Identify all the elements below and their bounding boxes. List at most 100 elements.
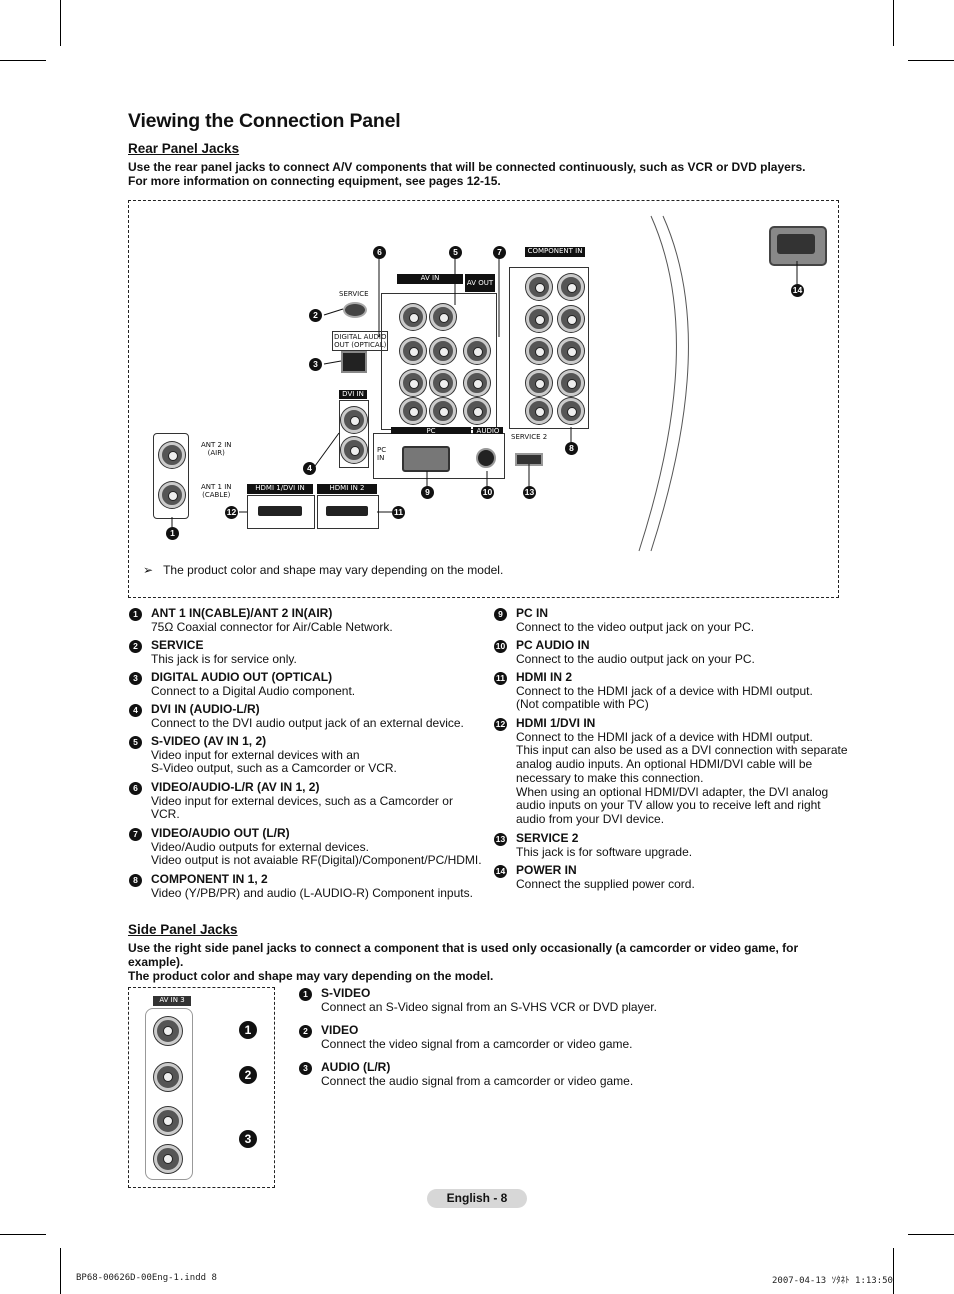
item-text: Connect the audio signal from a camcorde… (321, 1073, 634, 1088)
antenna-box (153, 433, 189, 519)
service2-label: SERVICE 2 (511, 433, 548, 441)
side-callout-3: 3 (239, 1130, 257, 1148)
audio-r1-jack (400, 398, 426, 424)
item-text: (Not compatible with PC) (516, 697, 649, 712)
page-footer: English - 8 (427, 1189, 527, 1208)
description-item: 3 DIGITAL AUDIO OUT (OPTICAL)Connect to a… (129, 670, 356, 698)
callout-9: 9 (421, 486, 434, 499)
audio-l2-jack (430, 370, 456, 396)
item-title: VIDEO/AUDIO-L/R (AV IN 1, 2) (151, 780, 320, 794)
ant1-jack (159, 482, 185, 508)
audio-out-r-jack (464, 398, 490, 424)
item-number-badge: 7 (129, 828, 142, 841)
callout-leader-lines (171, 259, 798, 527)
audio-out-l-jack (464, 370, 490, 396)
item-text: Connect to the video output jack on your… (516, 619, 755, 634)
callout-2: 2 (309, 309, 322, 322)
item-title: VIDEO (321, 1023, 359, 1037)
item-number-badge: 9 (494, 608, 507, 621)
video2-jack (430, 338, 456, 364)
item-title: DIGITAL AUDIO OUT (OPTICAL) (151, 670, 333, 684)
side-audio-l-jack (154, 1107, 182, 1135)
vga-port (402, 446, 450, 472)
hdmi2-label: HDMI IN 2 (317, 484, 377, 494)
svideo2-jack (430, 304, 456, 330)
item-number-badge: 13 (494, 833, 507, 846)
item-number-badge: 3 (129, 672, 142, 685)
side-audio-r-jack (154, 1145, 182, 1173)
component-l1-jack (526, 370, 552, 396)
side-heading: Side Panel Jacks (128, 922, 238, 937)
rear-intro: Use the rear panel jacks to connect A/V … (128, 160, 806, 188)
crop-mark (908, 60, 954, 61)
item-text: Connect the video signal from a camcorde… (321, 1036, 633, 1051)
page-title: Viewing the Connection Panel (128, 110, 401, 132)
item-number-badge: 2 (129, 640, 142, 653)
crop-mark (0, 1234, 46, 1235)
callout-10: 10 (481, 486, 494, 499)
item-number-badge: 12 (494, 718, 507, 731)
item-title: S-VIDEO (AV IN 1, 2) (151, 734, 267, 748)
item-text: 75Ω Coaxial connector for Air/Cable Netw… (151, 619, 393, 634)
item-number-badge: 6 (129, 782, 142, 795)
item-number-badge: 14 (494, 865, 507, 878)
item-text: Connect to a Digital Audio component. (151, 683, 356, 698)
crop-mark (893, 1248, 894, 1294)
item-text: audio from your DVI device. (516, 811, 665, 826)
dvi-in-label: DVI IN (339, 390, 367, 399)
component-pr1-jack (526, 338, 552, 364)
side-intro: Use the right side panel jacks to connec… (128, 941, 799, 983)
item-title: HDMI 1/DVI IN (516, 716, 596, 730)
item-number-badge: 8 (129, 874, 142, 887)
dvi-audio-l-jack (341, 407, 367, 433)
callout-11: 11 (392, 506, 405, 519)
item-title: POWER IN (516, 863, 577, 877)
crop-mark (893, 0, 894, 46)
item-title: DVI IN (AUDIO-L/R) (151, 702, 260, 716)
item-text: analog audio inputs. An optional HDMI/DV… (516, 757, 813, 772)
component-r2-jack (558, 398, 584, 424)
side-callout-2: 2 (239, 1066, 257, 1084)
pc-audio-jack (476, 448, 496, 468)
component-pb2-jack (558, 306, 584, 332)
video-out-jack (464, 338, 490, 364)
item-title: PC AUDIO IN (516, 638, 590, 652)
side-callout-1: 1 (239, 1021, 257, 1039)
hdmi1-port (247, 495, 315, 529)
ant2-jack (159, 442, 185, 468)
item-title: SERVICE 2 (516, 831, 579, 845)
audio-l1-jack (400, 370, 426, 396)
av-in-block (381, 293, 497, 430)
item-text: This jack is for software upgrade. (516, 844, 693, 859)
av-out-label: AV OUT (465, 274, 495, 292)
item-text: S-Video output, such as a Camcorder or V… (151, 761, 397, 776)
side-panel-diagram: AV IN 3 1 2 3 (128, 987, 275, 1188)
pc-label: PC (391, 427, 471, 435)
rear-heading: Rear Panel Jacks (128, 141, 240, 156)
item-text: Connect an S-Video signal from an S-VHS … (321, 999, 657, 1014)
item-title: PC IN (516, 606, 549, 620)
video1-jack (400, 338, 426, 364)
item-text: When using an optional HDMI/DVI adapter,… (516, 784, 829, 799)
optical-jack (341, 351, 367, 373)
item-text: This input can also be used as a DVI con… (516, 743, 848, 758)
item-text: VCR. (151, 807, 180, 822)
rear-note: ➢ The product color and shape may vary d… (143, 563, 504, 577)
item-number-badge: 2 (299, 1025, 312, 1038)
item-text: Video (Y/PB/PR) and audio (L-AUDIO-R) Co… (151, 885, 473, 900)
slug-right: 2007-04-13 ｿﾀﾈﾄ 1:13:50 (772, 1276, 893, 1286)
item-text: Connect to the audio output jack on your… (516, 651, 755, 666)
av-in-label: AV IN (397, 274, 463, 284)
item-title: HDMI IN 2 (516, 670, 573, 684)
item-number-badge: 10 (494, 640, 507, 653)
